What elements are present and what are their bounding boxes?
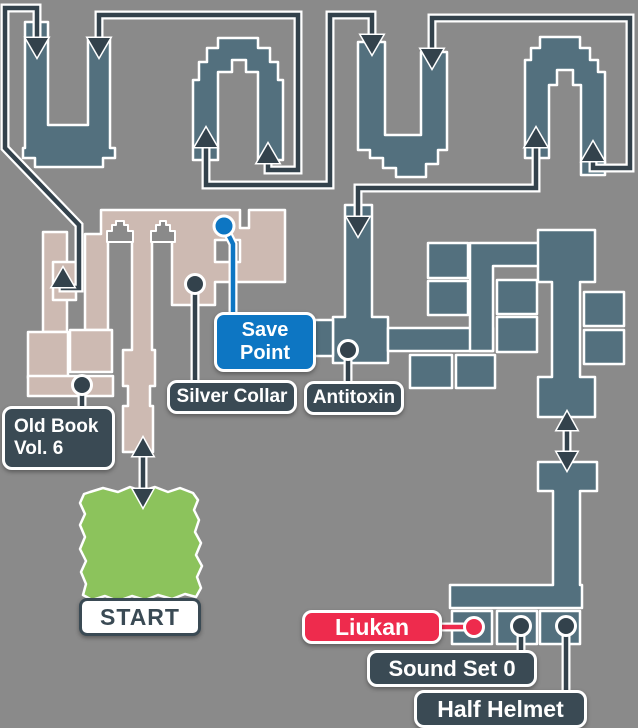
teal-room-8 [582,328,626,366]
teal-entry-corridor [331,203,390,365]
start-area-blob [78,485,204,603]
crenellation-teeth [106,220,176,243]
old-book-label: Old Book Vol. 6 [2,406,115,470]
route-arch4-teal [344,125,550,239]
save-point-label: Save Point [214,312,316,372]
silver-collar-dot-icon [184,273,206,295]
old-book-dot-icon [71,374,93,396]
pink-room-base [26,374,115,398]
maze-arch-corridor-2 [191,36,285,162]
teal-room-7 [582,290,626,328]
antitoxin-dot-icon [337,339,359,361]
sound-set-0-label: Sound Set 0 [367,650,537,687]
maze-arch-corridor-4 [523,35,607,177]
route-west-wall [0,3,84,293]
teal-room-6 [454,353,497,390]
silver-collar-label: Silver Collar [167,380,297,414]
one-way-arrow-icon [358,33,386,57]
one-way-arrow-icon [579,139,607,163]
half-helmet-label: Half Helmet [414,690,587,728]
teal-room-4 [495,315,539,354]
one-way-arrow-icon [254,141,282,165]
one-way-arrow-icon [49,265,77,289]
route-u1-arch2 [85,10,303,175]
teal-room-2 [426,279,470,317]
two-way-arrow-icon [130,487,156,511]
maze-u-corridor-3 [356,40,449,179]
two-way-arrow-icon [554,408,580,432]
one-way-arrow-icon [522,125,550,149]
map-node-dots [71,214,577,638]
two-way-arrow-teal [554,408,580,474]
liukan-label: Liukan [302,610,442,644]
start-label: START [79,598,201,636]
one-way-arrow-icon [23,36,51,60]
save-point-dot-icon [212,214,236,238]
teal-room-1 [426,241,470,280]
half-helmet-dot-icon [555,615,577,637]
route-u3-arch4 [418,13,635,173]
teal-dungeon [308,203,626,646]
teal-south-hall [448,460,599,610]
one-way-arrow-icon [418,47,446,71]
maze-u-corridor-1 [21,20,117,169]
one-way-arrow-icon [192,125,220,149]
route-lines [0,3,635,511]
teal-room-3 [495,278,539,316]
liukan-dot-icon [463,616,485,638]
maze-corridors [21,20,607,179]
one-way-arrow-icon [344,215,372,239]
teal-room-5 [408,353,454,390]
sound-set-dot-icon [510,615,532,637]
antitoxin-label: Antitoxin [304,381,404,415]
pink-room-a [26,330,70,380]
route-arch2-u3 [192,10,386,190]
two-way-arrow-icon [130,434,156,458]
teal-great-hall [536,228,597,419]
two-way-arrow-start [130,434,156,511]
one-way-arrow-icon [85,36,113,60]
pink-room-b [68,328,114,374]
two-way-arrow-icon [554,450,580,474]
